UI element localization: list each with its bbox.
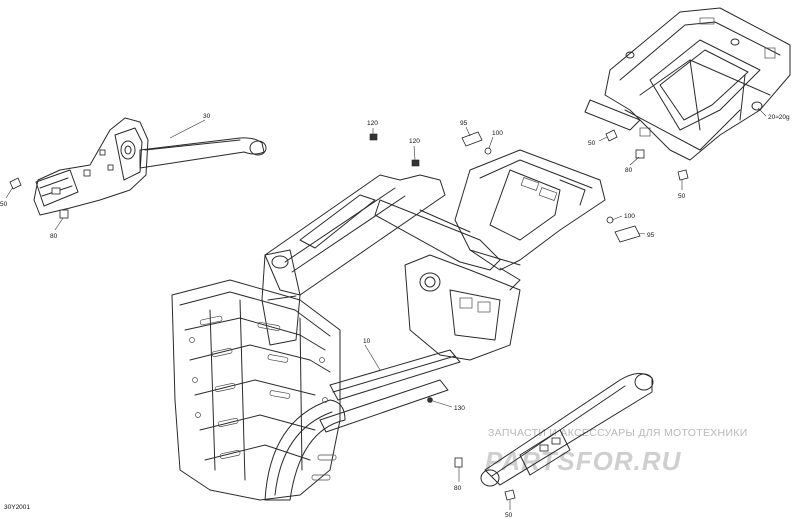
callout-80-bottom: 80 — [454, 485, 462, 492]
callout-50-left: 50 — [0, 201, 8, 208]
callout-50-right: 50 — [678, 193, 686, 200]
callout-80-right: 80 — [625, 167, 633, 174]
rear-subframe-assembly — [584, 7, 791, 161]
washer-100-b — [606, 216, 614, 224]
clip-95-b — [614, 225, 641, 243]
callout-120-a: 120 — [367, 120, 378, 127]
callout-50-bottom: 50 — [505, 512, 513, 519]
watermark-tagline: ЗАПЧАСТИ И АКСЕССУАРЫ ДЛЯ МОТОТЕХНИКИ — [488, 427, 748, 439]
callout-30: 30 — [203, 113, 211, 120]
callout-95-right: 95 — [647, 232, 655, 239]
nut-120-b — [411, 159, 420, 167]
bolt-50-d — [504, 489, 516, 501]
callouts: 30 10 20≈20g 50 80 120 120 95 100 50 80 … — [0, 113, 790, 519]
diagram-code: 30Y2001 — [4, 504, 30, 511]
callout-130: 130 — [454, 405, 465, 412]
callout-10: 10 — [363, 338, 371, 345]
nut-80-c — [454, 457, 463, 468]
bolt-50-c — [677, 169, 689, 181]
callout-100-top: 100 — [492, 130, 503, 137]
nut-80-a — [59, 209, 69, 219]
washer-100-a — [484, 147, 492, 155]
bolt-50-a — [9, 177, 22, 190]
watermark-brand: PARTSFOR.RU — [485, 446, 682, 476]
callout-95-top: 95 — [460, 120, 468, 127]
nut-130 — [427, 397, 433, 403]
main-frame-assembly — [171, 149, 606, 501]
watermark: ЗАПЧАСТИ И АКСЕССУАРЫ ДЛЯ МОТОТЕХНИКИ PA… — [485, 427, 748, 476]
leader-lines — [5, 107, 767, 510]
callout-20: 20≈20g — [768, 114, 790, 121]
front-cross-tube-assembly — [33, 117, 267, 216]
callout-120-b: 120 — [409, 138, 420, 145]
clip-95-a — [461, 131, 483, 147]
lower-cross-tube-assembly — [480, 373, 654, 487]
bolt-50-b — [605, 129, 618, 142]
callout-50-right-top: 50 — [588, 140, 596, 147]
hardware — [9, 129, 689, 501]
callout-100-right: 100 — [624, 213, 635, 220]
nut-80-b — [635, 149, 645, 159]
nut-120-a — [369, 133, 378, 141]
callout-80-left: 80 — [50, 233, 58, 240]
